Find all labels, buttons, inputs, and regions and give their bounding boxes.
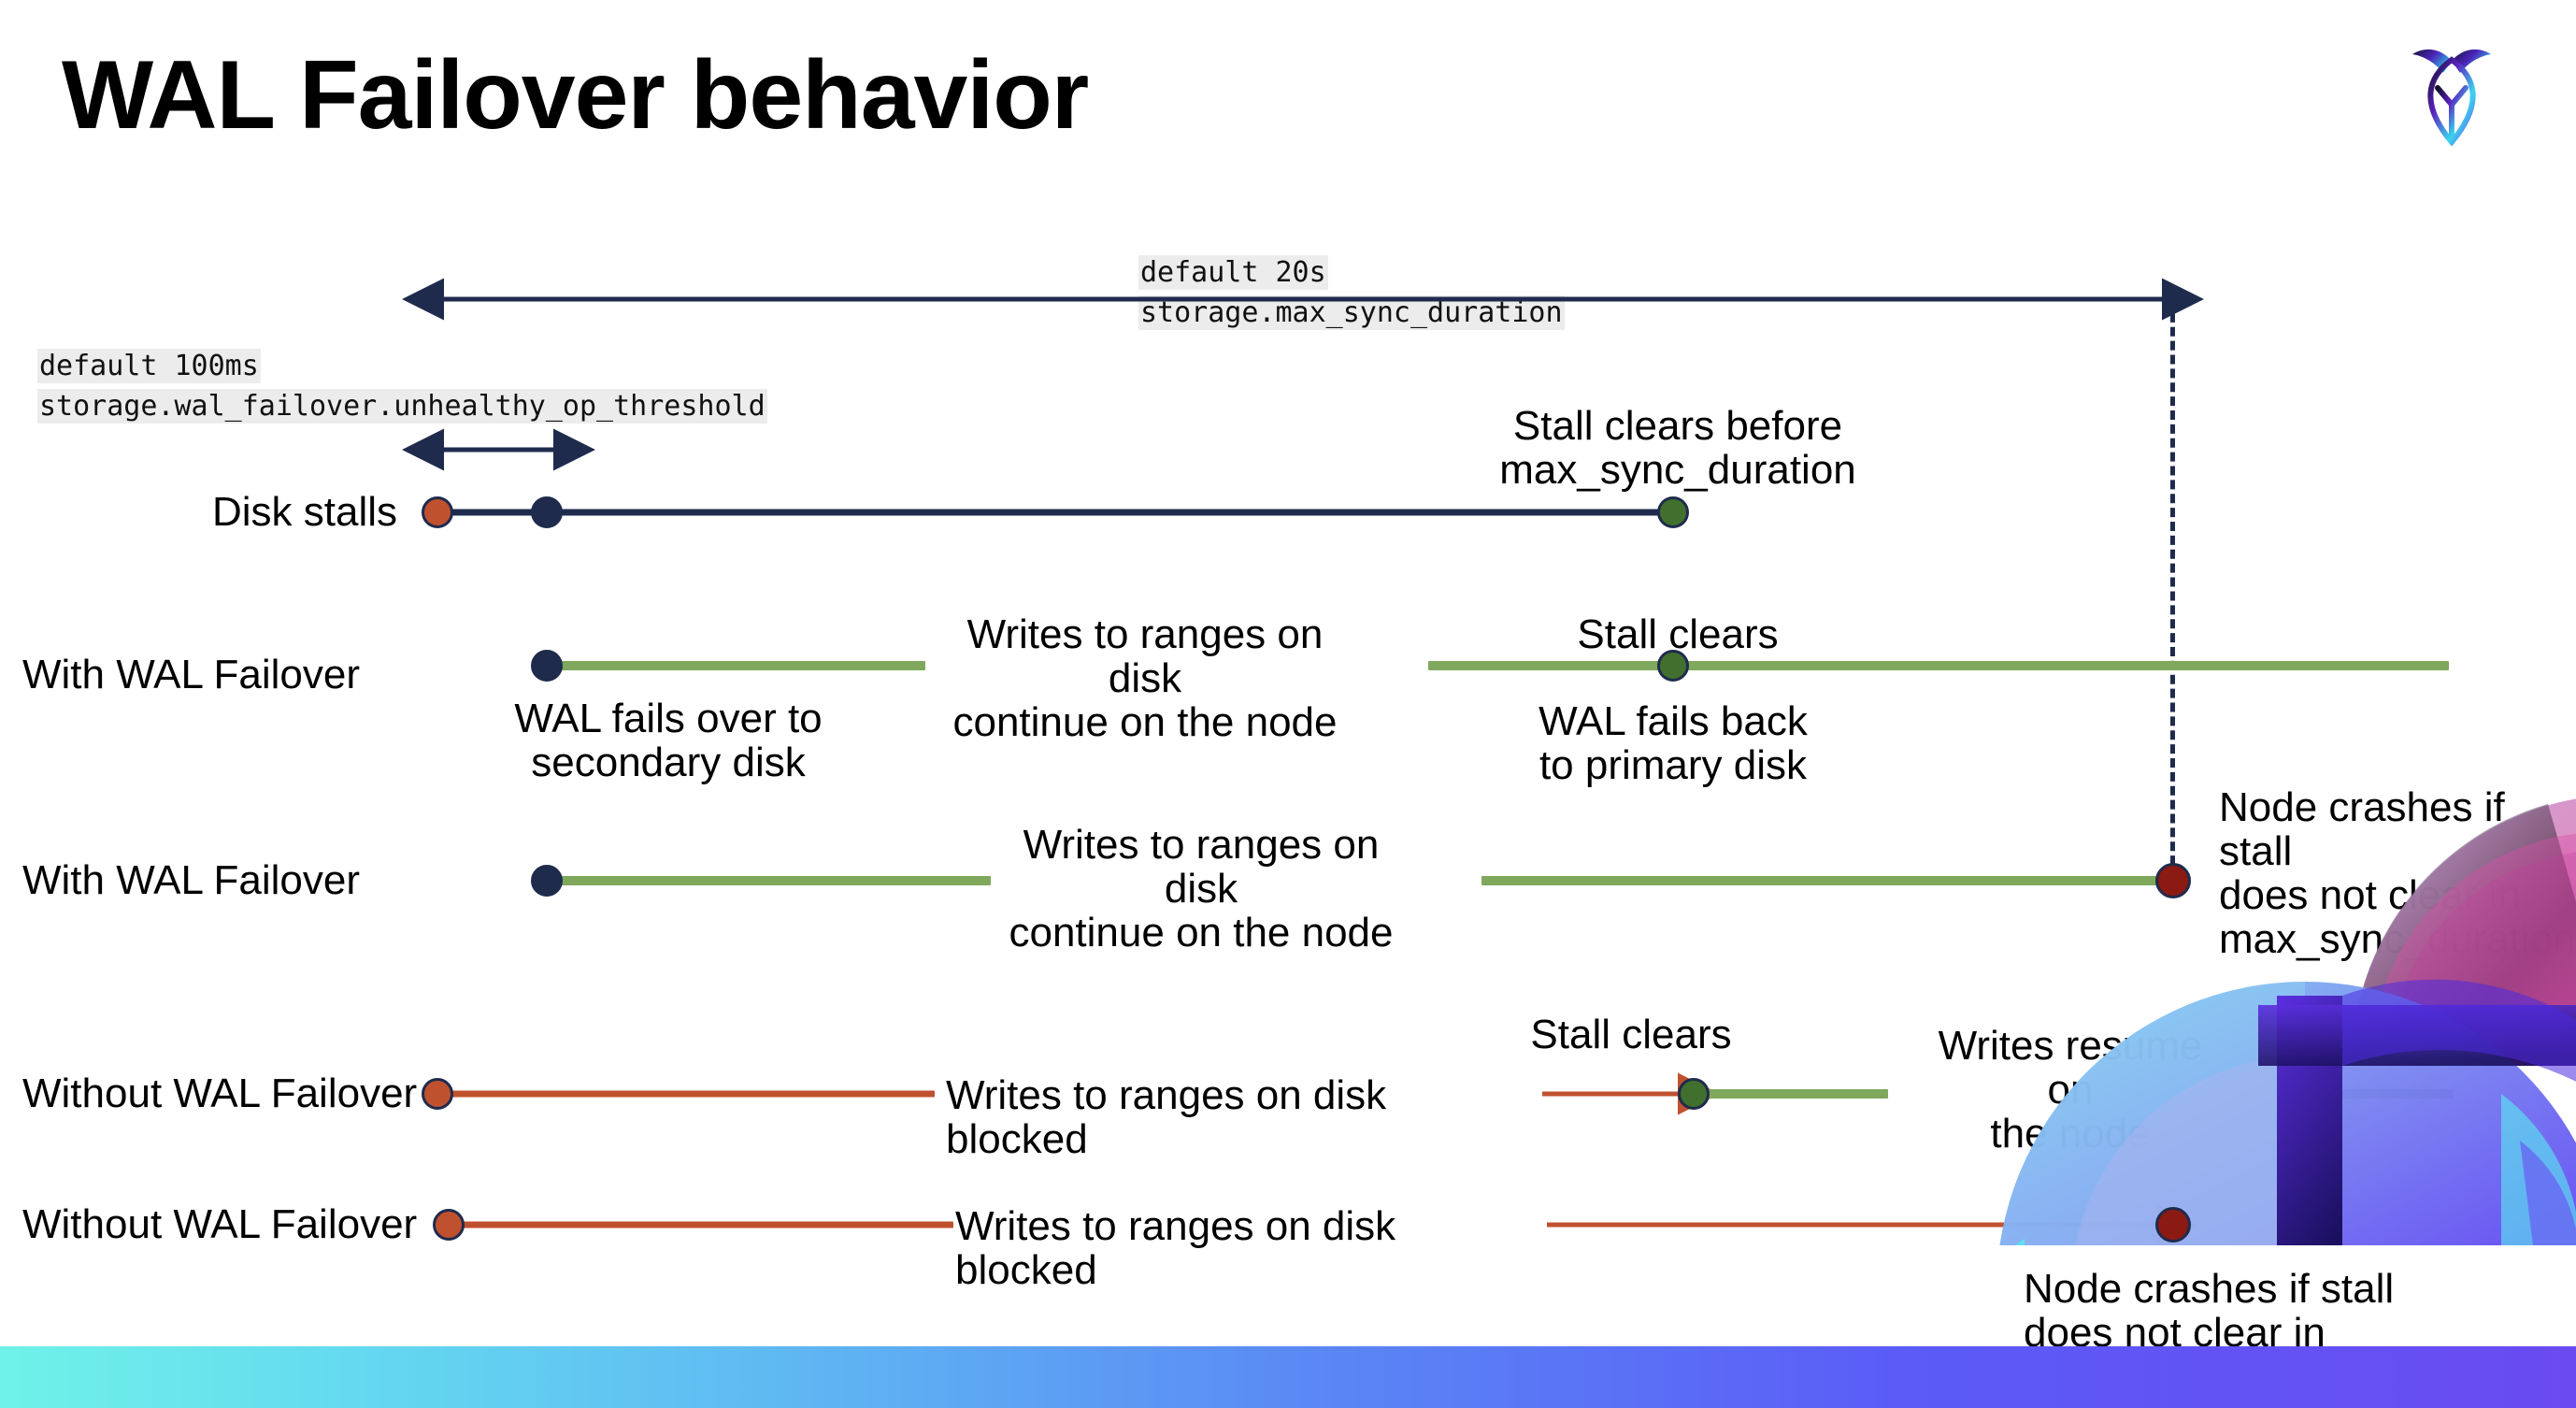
dot-stall-start-row4 xyxy=(422,1078,453,1110)
footer-gradient-bar xyxy=(0,1346,2576,1408)
annot-writes-blocked-row4: Writes to ranges on disk blocked xyxy=(946,1072,1387,1162)
max-sync-deadline-guide xyxy=(2170,299,2175,879)
dot-unhealthy-threshold xyxy=(531,496,563,528)
dot-node-crash-row5 xyxy=(2155,1207,2191,1243)
annot-writes-continue-row3: Writes to ranges on disk continue on the… xyxy=(1009,822,1394,955)
dot-stall-clears-row4 xyxy=(1678,1078,1710,1110)
rowlabel-without-wal-failover-1: Without WAL Failover xyxy=(22,1070,418,1116)
annot-wal-fails-back: WAL fails back to primary disk xyxy=(1538,698,1808,788)
segment-blocked-row5 xyxy=(449,1221,953,1228)
dot-node-crash-row3 xyxy=(2155,863,2191,898)
rowlabel-disk-stalls: Disk stalls xyxy=(211,489,397,535)
cockroachdb-logo-icon xyxy=(2382,28,2522,168)
annot-writes-resume-row4: Writes resume on the node xyxy=(1938,1023,2203,1157)
segment-disk-stall xyxy=(437,509,1676,516)
max-sync-default: default 20s xyxy=(1138,255,1328,290)
rowlabel-without-wal-failover-2: Without WAL Failover xyxy=(22,1201,418,1247)
annot-stall-clears-row4: Stall clears xyxy=(1530,1012,1732,1057)
segment-failover-active-b xyxy=(1428,661,2449,670)
page-title: WAL Failover behavior xyxy=(62,41,1089,150)
segment-blocked-row4 xyxy=(437,1090,935,1098)
dot-wal-fails-over-row3 xyxy=(531,865,563,897)
dot-stall-start xyxy=(422,496,453,528)
annot-stall-clears-before-max-sync: Stall clears before max_sync_duration xyxy=(1499,403,1856,493)
annot-wal-fails-over: WAL fails over to secondary disk xyxy=(514,696,823,785)
dot-stall-clears-row1 xyxy=(1657,496,1689,528)
dot-stall-start-row5 xyxy=(433,1209,465,1241)
dot-stall-clears-row2 xyxy=(1657,650,1689,682)
annot-writes-blocked-row5: Writes to ranges on disk blocked xyxy=(955,1203,1396,1293)
unhealthy-default: default 100ms xyxy=(37,349,261,383)
rowlabel-with-wal-failover-2: With WAL Failover xyxy=(22,857,361,903)
unhealthy-threshold-label: default 100ms storage.wal_failover.unhea… xyxy=(37,346,767,426)
dot-wal-fails-over xyxy=(531,650,563,682)
max-sync-duration-label: default 20s storage.max_sync_duration xyxy=(1138,252,1565,333)
segment-failover-crash-a xyxy=(547,876,991,885)
segment-failover-active-a xyxy=(547,661,925,670)
annot-stall-clears-row2: Stall clears xyxy=(1577,611,1779,657)
annot-writes-continue-row2: Writes to ranges on disk continue on the… xyxy=(952,611,1338,745)
segment-resume-row4-b xyxy=(2285,1089,2454,1099)
rowlabel-with-wal-failover-1: With WAL Failover xyxy=(22,652,361,697)
max-sync-setting: storage.max_sync_duration xyxy=(1138,295,1565,330)
unhealthy-setting: storage.wal_failover.unhealthy_op_thresh… xyxy=(37,389,767,424)
annot-node-crashes-row3: Node crashes if stall does not clear in … xyxy=(2219,784,2576,962)
segment-resume-row4-a xyxy=(1694,1089,1888,1099)
segment-failover-crash-b xyxy=(1481,876,2170,885)
